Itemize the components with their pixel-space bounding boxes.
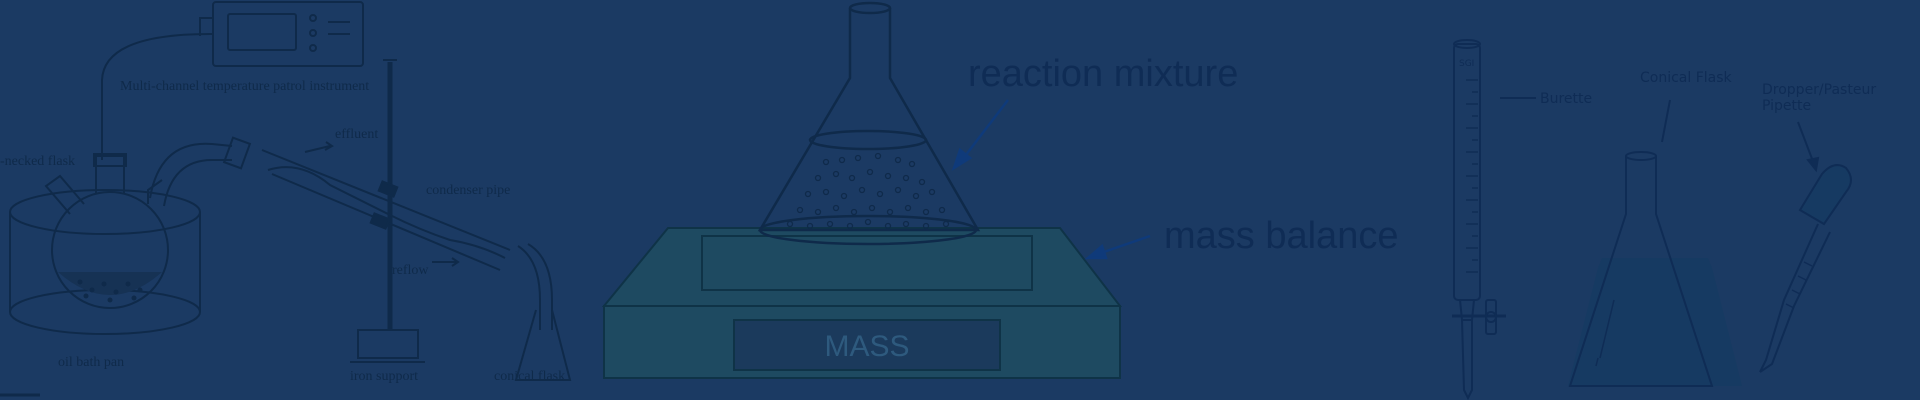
mass-balance: MASS bbox=[601, 227, 1123, 379]
conical-flask-right-label: Conical Flask bbox=[1640, 70, 1733, 86]
oil-bath-label: oil bath pan bbox=[58, 355, 124, 370]
dropper-label-line1: Dropper/Pasteur bbox=[1762, 82, 1876, 98]
temperature-instrument bbox=[212, 1, 364, 67]
conical-flask-label: conical flask bbox=[494, 369, 565, 384]
burette bbox=[1452, 39, 1536, 400]
burette-label: Burette bbox=[1540, 91, 1592, 107]
effluent-label: effluent bbox=[335, 127, 378, 142]
effluent-arrow bbox=[304, 145, 331, 153]
reaction-bubbles bbox=[786, 152, 950, 230]
burette-mark: SGI bbox=[1459, 59, 1474, 69]
three-necked-flask bbox=[44, 153, 169, 309]
reaction-mixture-label: reaction mixture bbox=[968, 53, 1238, 95]
iron-support-label: iron support bbox=[350, 369, 418, 384]
dropper-label-line2: Pipette bbox=[1762, 98, 1811, 114]
oil-bath-pan bbox=[9, 189, 201, 335]
center-arrows bbox=[951, 99, 1151, 260]
distillation-apparatus bbox=[0, 1, 572, 397]
mass-balance-label: mass balance bbox=[1164, 215, 1398, 257]
condenser-label: condenser pipe bbox=[426, 183, 510, 198]
iron-support bbox=[350, 329, 425, 363]
instrument-label: Multi-channel temperature patrol instrum… bbox=[120, 79, 369, 94]
burette-stopcock bbox=[1452, 299, 1506, 335]
thermocouple-wire bbox=[101, 33, 212, 160]
reflow-label: reflow bbox=[392, 263, 429, 278]
reaction-flask bbox=[757, 1, 981, 246]
receiving-conical-flask bbox=[514, 309, 572, 381]
conical-flask bbox=[1568, 99, 1742, 387]
condenser-pipe bbox=[149, 136, 553, 330]
flask-label: -necked flask bbox=[0, 154, 75, 169]
balance-display: MASS bbox=[733, 319, 1001, 371]
balance-display-text: MASS bbox=[824, 330, 909, 363]
dropper-pipette bbox=[1759, 121, 1852, 373]
